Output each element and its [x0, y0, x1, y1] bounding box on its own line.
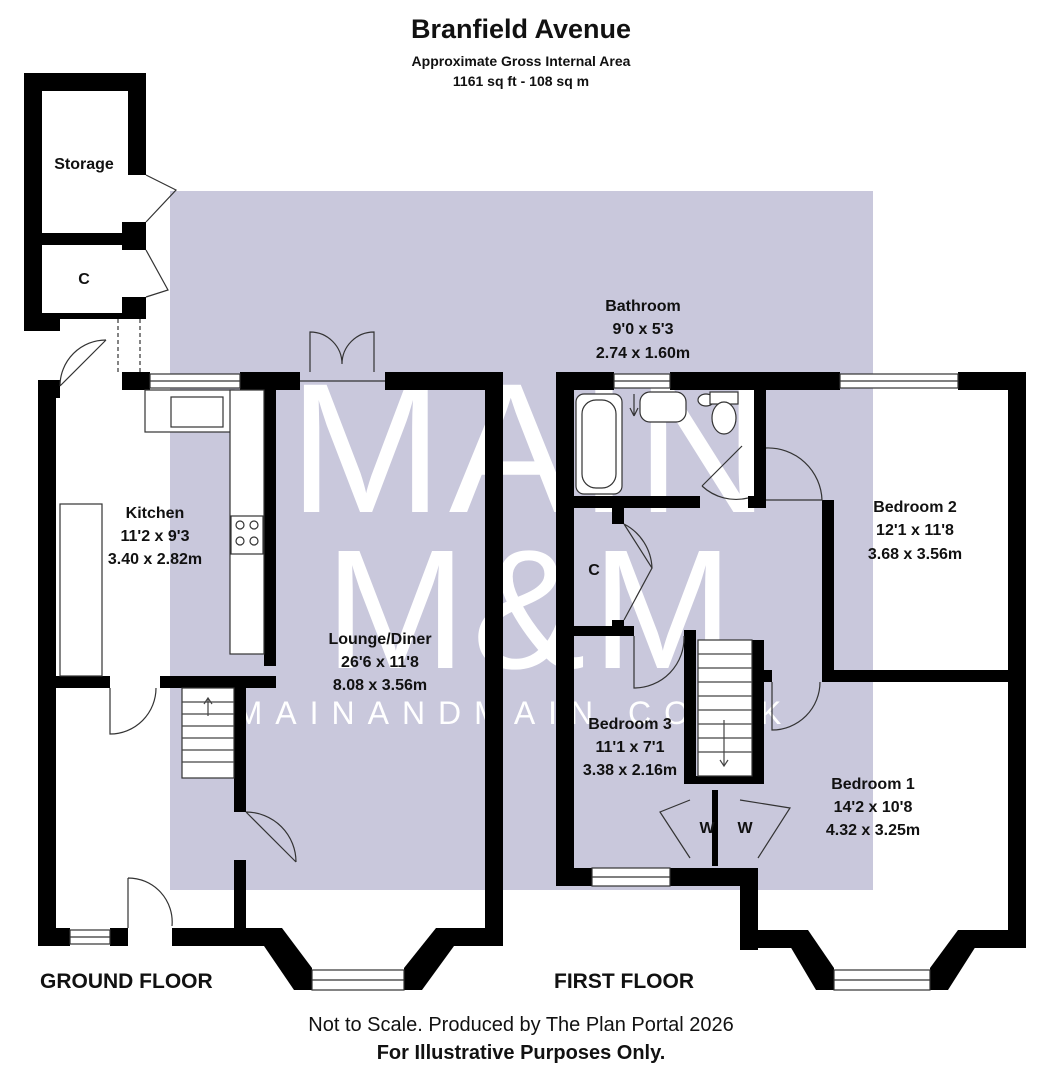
bathroom-metric: 2.74 x 1.60m: [596, 345, 690, 362]
bathroom-name: Bathroom: [605, 298, 681, 315]
kitchen-name: Kitchen: [126, 505, 185, 522]
plan-area: 1161 sq ft - 108 sq m: [452, 73, 590, 89]
bedroom3-metric: 3.38 x 2.16m: [583, 762, 677, 779]
cupboard-first-label: C: [588, 562, 600, 579]
room-labels: Storage C Kitchen 11'2 x 9'3 3.40 x 2.82…: [54, 156, 962, 839]
wardrobe-a-label: W: [699, 820, 715, 837]
footer-disclaimer: Not to Scale. Produced by The Plan Porta…: [308, 1014, 734, 1036]
kitchen-metric: 3.40 x 2.82m: [108, 551, 202, 568]
bedroom3-name: Bedroom 3: [588, 716, 672, 733]
lounge-imperial: 26'6 x 11'8: [341, 654, 419, 671]
plan-subtitle: Approximate Gross Internal Area: [411, 53, 631, 69]
bedroom3-imperial: 11'1 x 7'1: [595, 739, 664, 756]
bedroom2-metric: 3.68 x 3.56m: [868, 546, 962, 563]
bedroom1-name: Bedroom 1: [831, 776, 915, 793]
cupboard-ground-label: C: [78, 271, 90, 288]
ground-floor-label: GROUND FLOOR: [40, 970, 213, 993]
bedroom1-metric: 4.32 x 3.25m: [826, 822, 920, 839]
walls: [24, 73, 1026, 990]
wardrobe-b-label: W: [737, 820, 753, 837]
bedroom1-imperial: 14'2 x 10'8: [834, 799, 913, 816]
footer-note: For Illustrative Purposes Only.: [376, 1042, 666, 1064]
lounge-name: Lounge/Diner: [328, 631, 431, 648]
lounge-metric: 8.08 x 3.56m: [333, 677, 427, 694]
fixtures: [59, 174, 959, 991]
bedroom2-imperial: 12'1 x 11'8: [876, 522, 954, 539]
bedroom2-name: Bedroom 2: [873, 499, 957, 516]
kitchen-imperial: 11'2 x 9'3: [120, 528, 189, 545]
storage-label: Storage: [54, 156, 114, 173]
plan-title: Branfield Avenue: [410, 14, 632, 44]
watermark-line2: M&M: [325, 515, 740, 705]
bathroom-imperial: 9'0 x 5'3: [613, 321, 674, 338]
first-floor-label: FIRST FLOOR: [554, 970, 694, 993]
